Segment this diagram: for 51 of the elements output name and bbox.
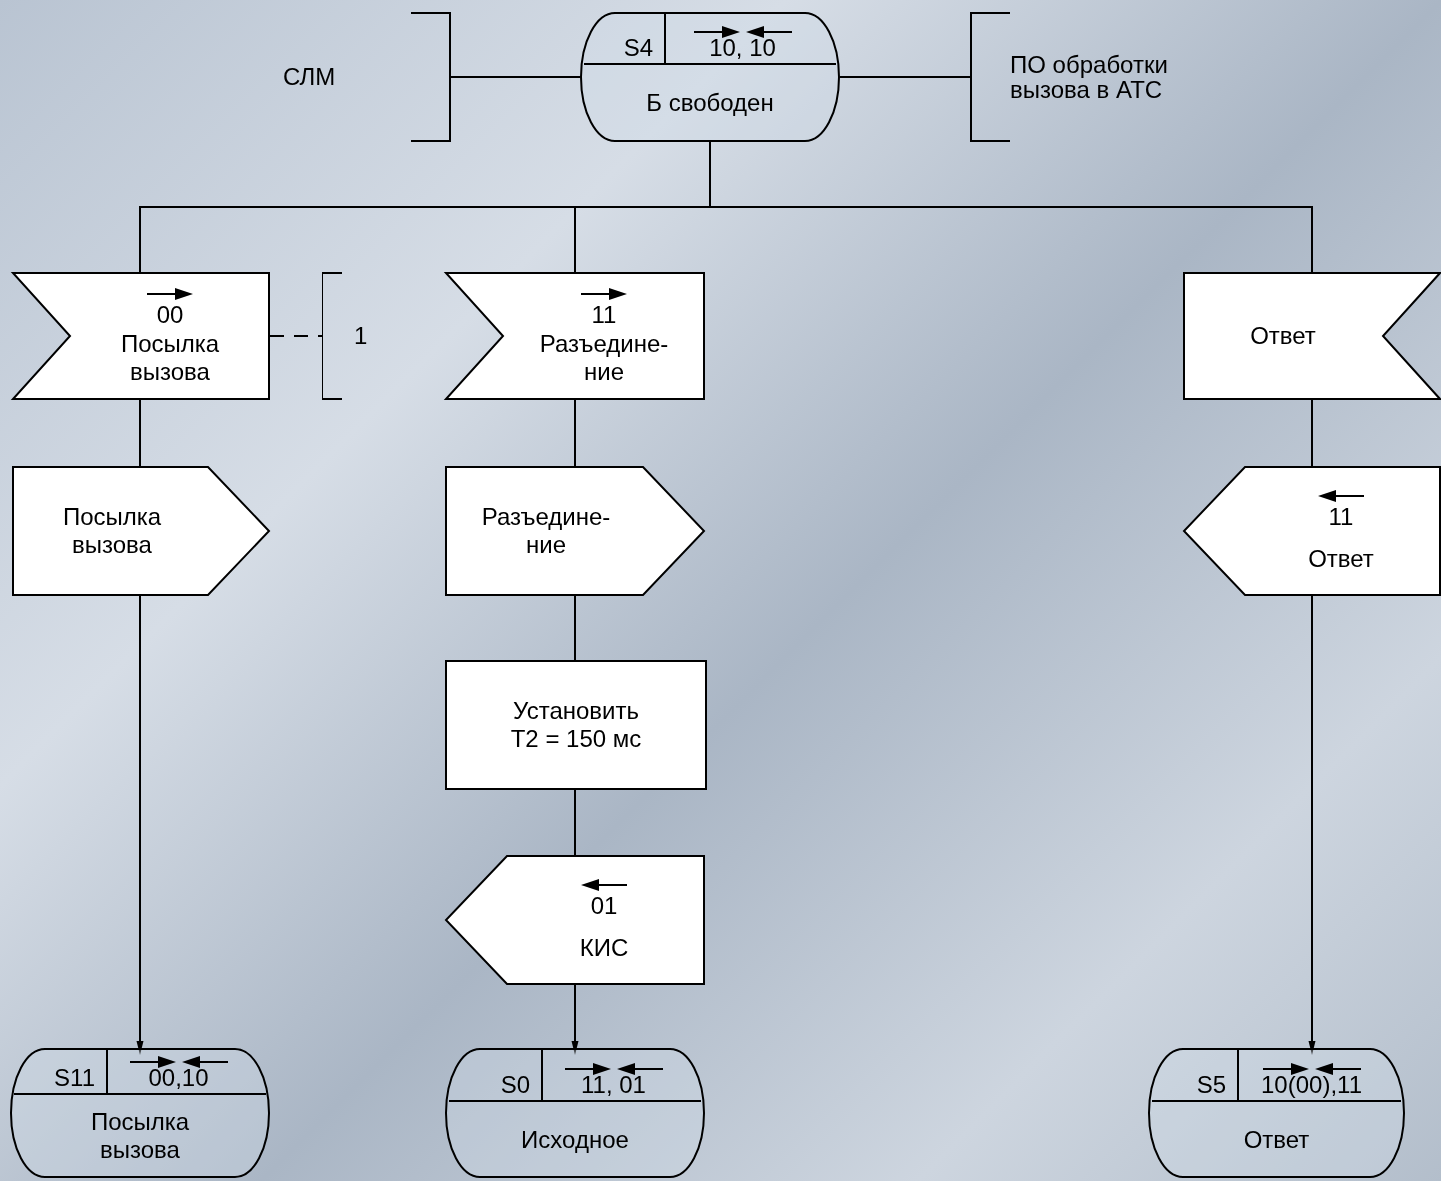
connector-line	[574, 789, 576, 856]
state-symbol	[445, 1048, 705, 1178]
state-name: Ответ	[1242, 1125, 1311, 1154]
state-name: Исходное	[520, 1125, 630, 1154]
signal-name: Ответ	[1249, 322, 1317, 350]
state-number: S0	[500, 1071, 530, 1098]
input-signal-symbol	[445, 272, 705, 400]
state-number: S4	[623, 34, 653, 61]
state-number: S5	[1196, 1071, 1226, 1098]
task-box	[445, 660, 707, 790]
arrow	[136, 595, 144, 1055]
input-signal-symbol	[1183, 272, 1441, 400]
state-code: 10, 10	[709, 34, 776, 61]
connector-line	[574, 399, 576, 467]
comment-text: 1	[354, 323, 369, 349]
state-name: Посылка вызова	[89, 1108, 191, 1164]
state-number: S11	[54, 1064, 95, 1091]
connector-line	[839, 76, 971, 78]
state-code: 11, 01	[581, 1071, 646, 1098]
state-name: Б свободен	[645, 89, 775, 117]
input-signal-symbol	[12, 272, 270, 400]
connector-line	[269, 335, 323, 337]
state-code: 10(00),11	[1261, 1071, 1362, 1098]
output-signal-symbol	[445, 855, 705, 985]
signal-code: 01	[590, 892, 618, 920]
state-symbol	[1148, 1048, 1405, 1178]
task-text: Установить T2 = 150 мс	[509, 697, 643, 753]
arrow	[571, 984, 579, 1055]
signal-name: Разъедине- ние	[480, 503, 612, 559]
signal-name: Посылка вызова	[61, 503, 163, 559]
signal-code: 11	[1328, 503, 1354, 531]
output-signal-symbol	[12, 466, 270, 596]
state-symbol	[10, 1048, 270, 1178]
arrow	[1308, 595, 1316, 1055]
signal-name: КИС	[578, 934, 630, 962]
comment-bracket	[283, 12, 451, 142]
signal-code: 11	[591, 300, 617, 329]
signal-name: Посылка вызова	[119, 330, 221, 386]
connector-line	[450, 76, 581, 78]
comment-text: ПО обработки вызова в АТС	[1010, 51, 1169, 103]
state-code: 00,10	[148, 1064, 209, 1091]
signal-code: 00	[156, 300, 184, 329]
output-signal-symbol	[445, 466, 705, 596]
signal-name: Ответ	[1307, 545, 1375, 573]
connector-line	[139, 399, 141, 467]
connector-line	[574, 595, 576, 661]
comment-text: СЛМ	[283, 64, 337, 90]
output-signal-symbol	[1183, 466, 1441, 596]
state-symbol	[580, 12, 840, 142]
connector-line	[1311, 399, 1313, 467]
signal-name: Разъедине- ние	[538, 330, 670, 386]
